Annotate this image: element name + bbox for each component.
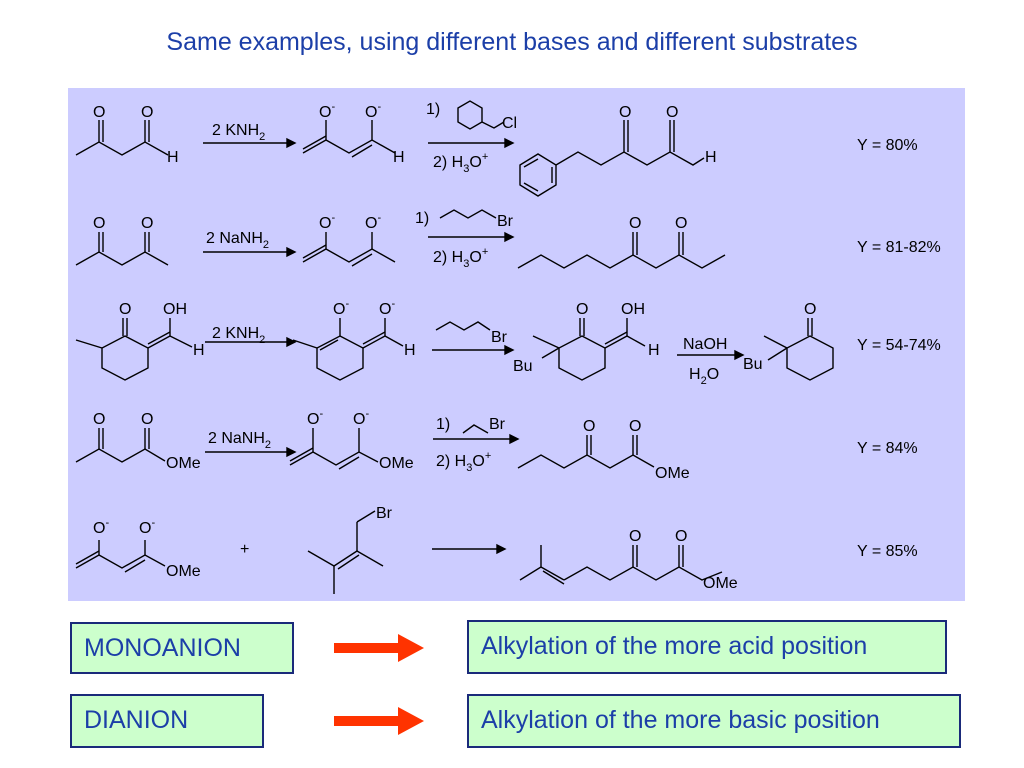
r5-sm-o2: O- (139, 517, 155, 537)
r1-prod-o1: O (619, 104, 631, 121)
r1-int-o2: O- (365, 101, 381, 121)
monoanion-box: MONOANION (70, 622, 294, 674)
panel-background (68, 88, 965, 601)
r3-prod-oh: OH (621, 301, 645, 318)
r5-sm-ome: OMe (166, 563, 201, 580)
r2-prod-o2: O (675, 215, 687, 232)
r5-plus: + (240, 541, 249, 558)
r5-sm-o1: O- (93, 517, 109, 537)
r1-sm-chain (75, 141, 169, 156)
r2-prod-o1: O (629, 215, 641, 232)
r4-sm-o2: O (141, 411, 153, 428)
r3-prod-o: O (576, 301, 588, 318)
r5-yield: Y = 85% (857, 543, 918, 560)
r4-int-o2: O- (353, 408, 369, 428)
r5-prod-o1: O (629, 528, 641, 545)
r2-sm-o1: O (93, 215, 105, 232)
r4-step1-br: Br (489, 416, 506, 433)
r2-int-o1: O- (319, 212, 335, 232)
r3-sm-o: O (119, 301, 131, 318)
r1-prod-o2: O (666, 104, 678, 121)
r1-sm-o2: O (141, 104, 153, 121)
r4-step2: 2) H3O+ (436, 450, 491, 474)
r3-final-bu: Bu (743, 356, 763, 373)
r4-int-ome: OMe (379, 455, 414, 472)
r2-step1-label: 1) (415, 210, 429, 227)
r2-step1-br: Br (497, 213, 514, 230)
r3-sm-h: H (193, 342, 205, 359)
r2-step2: 2) H3O+ (433, 246, 488, 270)
r2-reagent: 2 NaNH2 (206, 230, 269, 251)
r4-sm-o1: O (93, 411, 105, 428)
dianion-box: DIANION (70, 694, 264, 748)
r1-int-o1: O- (319, 101, 335, 121)
r4-prod-o1: O (583, 418, 595, 435)
r2-sm-o2: O (141, 215, 153, 232)
r3-yield: Y = 54-74% (857, 337, 941, 354)
acid-position-box: Alkylation of the more acid position (467, 620, 947, 674)
reaction-scheme-panel: O O H 2 KNH2 O- O- H 1) Cl 2) H3O+ O O H… (68, 88, 965, 601)
r4-prod-ome: OMe (655, 465, 690, 482)
r3-int-o1: O- (333, 298, 349, 318)
r1-sm-o1: O (93, 104, 105, 121)
r3-step3-h2o: H2O (689, 366, 719, 387)
r1-int-h: H (393, 149, 405, 166)
r3-int-h: H (404, 342, 416, 359)
r5-prod-ome: OMe (703, 575, 738, 592)
r3-step1-br: Br (491, 329, 508, 346)
r5-br: Br (376, 505, 393, 522)
r1-prod-h: H (705, 149, 717, 166)
dianion-arrow-icon (334, 707, 424, 735)
basic-position-box: Alkylation of the more basic position (467, 694, 961, 748)
r3-prod-bu: Bu (513, 358, 533, 375)
slide-title: Same examples, using different bases and… (166, 28, 858, 56)
r1-yield: Y = 80% (857, 137, 918, 154)
r1-step2: 2) H3O+ (433, 151, 488, 175)
r4-reagent: 2 NaNH2 (208, 430, 271, 451)
r5-prod-o2: O (675, 528, 687, 545)
r1-sm-h: H (167, 149, 179, 166)
monoanion-arrow-icon (334, 634, 424, 662)
r2-yield: Y = 81-82% (857, 239, 941, 256)
r4-int-o1: O- (307, 408, 323, 428)
r1-reagent: 2 KNH2 (212, 122, 265, 143)
r1-product-ring (519, 153, 557, 197)
r3-int-o2: O- (379, 298, 395, 318)
r3-prod-h: H (648, 342, 660, 359)
r3-sm-oh: OH (163, 301, 187, 318)
r4-sm-ome: OMe (166, 455, 201, 472)
r1-step1-cl: Cl (502, 115, 517, 132)
r4-step1-label: 1) (436, 416, 450, 433)
r4-prod-o2: O (629, 418, 641, 435)
r3-final-o: O (804, 301, 816, 318)
r2-int-o2: O- (365, 212, 381, 232)
r1-step1-label: 1) (426, 101, 440, 118)
r3-step3-naoh: NaOH (683, 336, 727, 353)
r3-reagent: 2 KNH2 (212, 325, 265, 346)
r4-yield: Y = 84% (857, 440, 918, 457)
